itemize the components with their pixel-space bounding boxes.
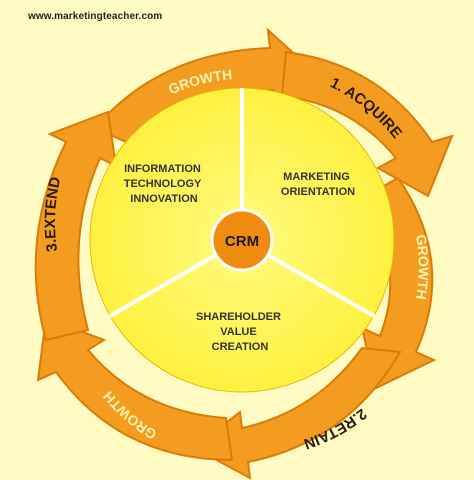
- ring-arrow-retain: [192, 346, 402, 480]
- ring-arrow-bottom: [36, 316, 234, 462]
- segment-marketing: MARKETING ORIENTATION: [281, 171, 355, 198]
- crm-center-circle: [210, 208, 274, 272]
- extend-label: 3.EXTEND: [42, 175, 64, 253]
- ring-arrow-extend: [34, 110, 118, 342]
- ring-arrow-acquire: [280, 50, 454, 198]
- segment-shareholder: SHAREHOLDER VALUE CREATION: [196, 311, 284, 353]
- source-url: www.marketingteacher.com: [28, 11, 163, 22]
- outer-ring: [34, 27, 454, 480]
- segment-technology: INFORMATION TECHNOLOGY INNOVATION: [124, 163, 204, 205]
- crm-center-label: CRM: [225, 233, 259, 250]
